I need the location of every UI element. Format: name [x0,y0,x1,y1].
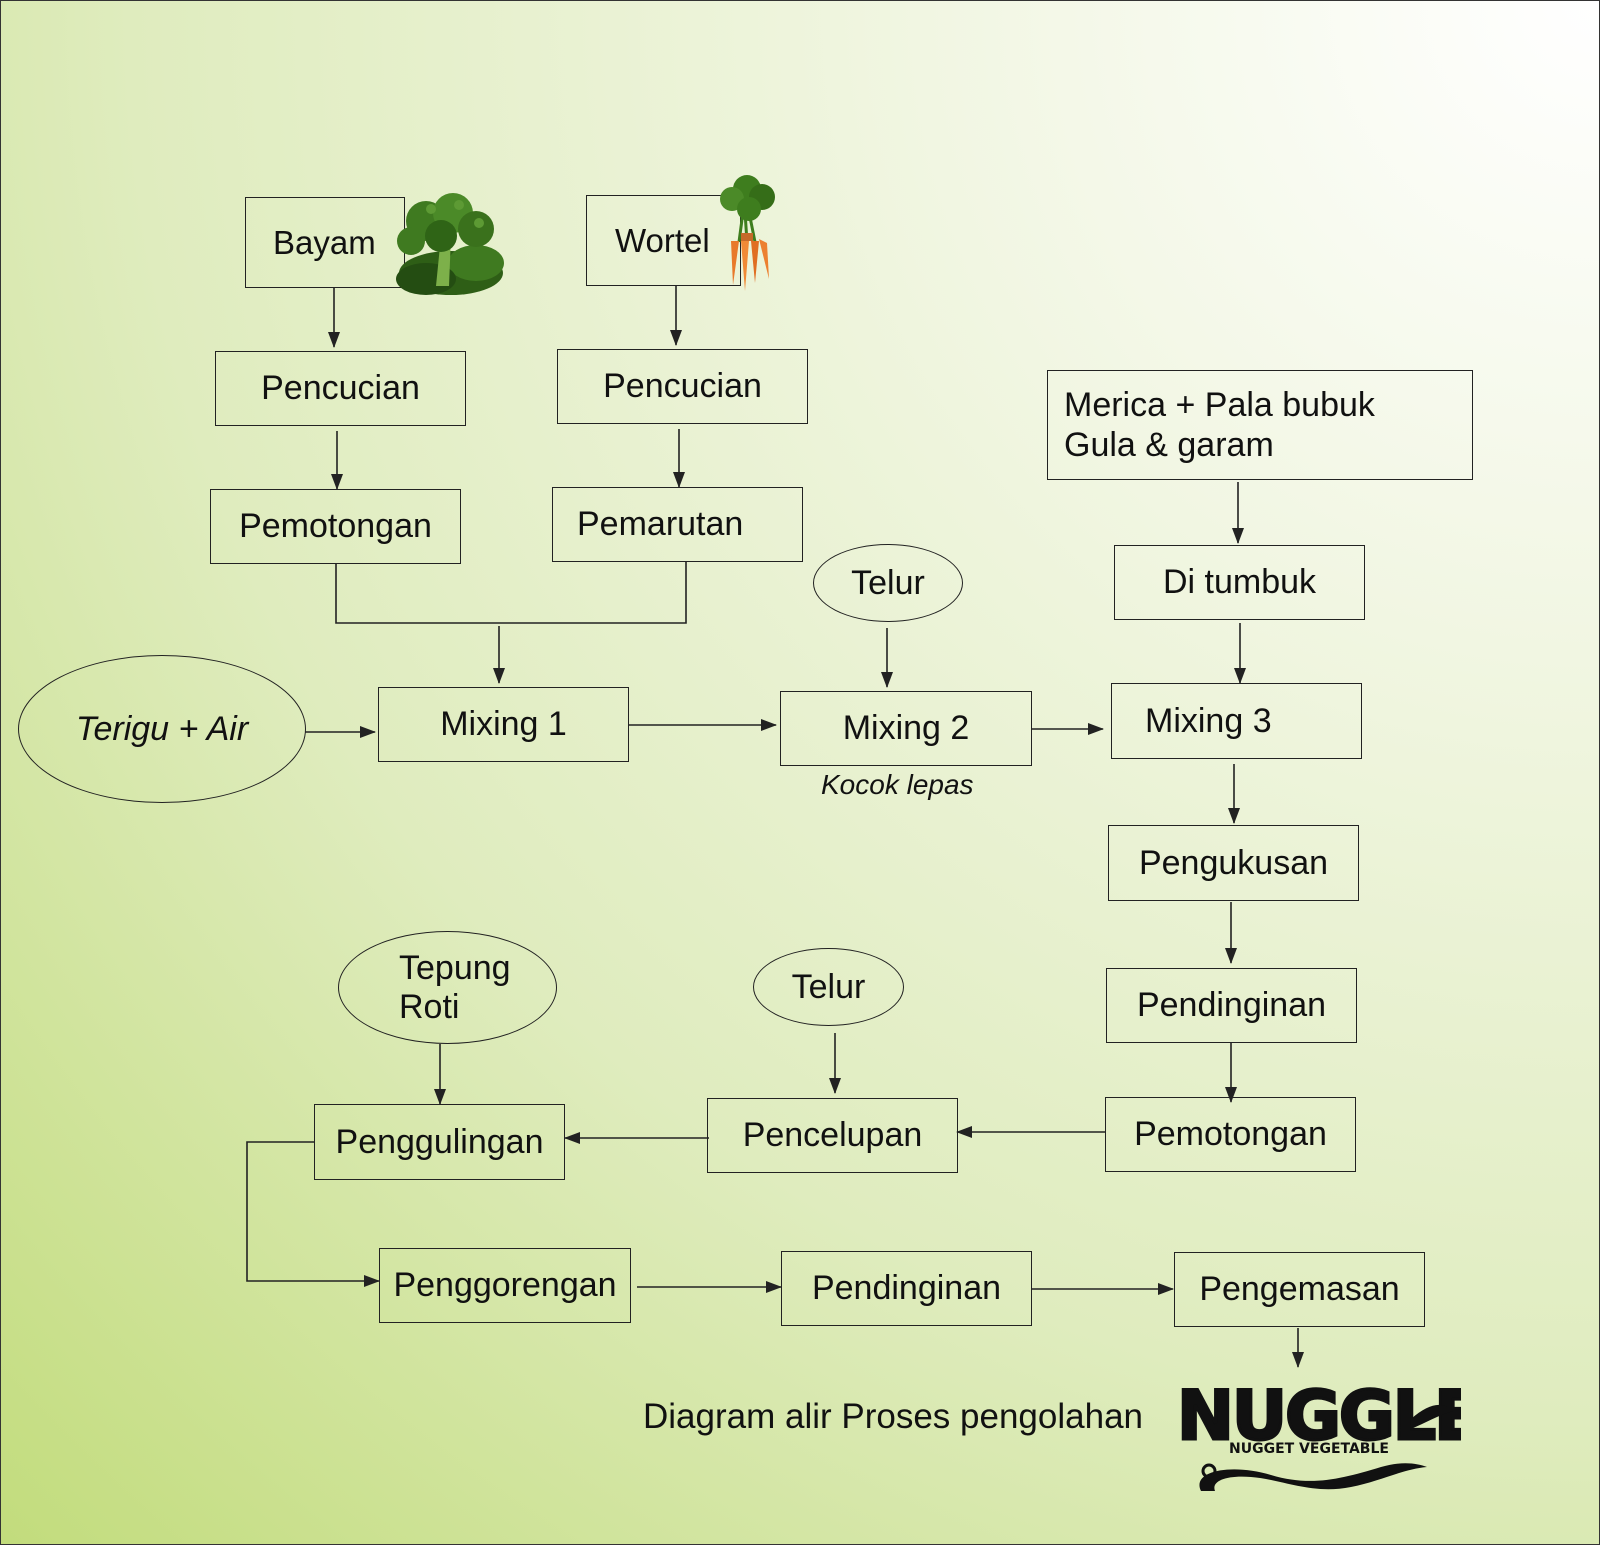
node-tepung-roti-line2: Roti [399,987,460,1026]
node-tepung-roti-line1: Tepung [399,948,511,987]
node-merica: Merica + Pala bubuk Gula & garam [1047,370,1473,480]
node-mixing-3-label: Mixing 3 [1145,701,1272,740]
node-wortel-label: Wortel [615,221,710,259]
node-pemarutan-label: Pemarutan [577,505,744,543]
svg-text:NUGGLE: NUGGLE [1177,1377,1461,1456]
node-bayam-label: Bayam [273,223,376,261]
node-pemarutan: Pemarutan [552,487,803,562]
nuggle-logo: NUGGLE NUGGET VEGETABLE [1176,1376,1461,1491]
node-mixing-1-label: Mixing 1 [440,705,567,743]
node-pendinginan-1-label: Pendinginan [1136,986,1327,1024]
node-pencucian-2: Pencucian [557,349,808,424]
node-bayam: Bayam [245,197,405,288]
node-penggorengan-label: Penggorengan [393,1266,617,1304]
broccoli-spinach-icon [396,193,504,295]
node-pendinginan-2: Pendinginan [781,1251,1032,1326]
node-telur-2: Telur [753,948,904,1026]
node-wortel: Wortel [586,195,741,286]
node-pencucian-1-label: Pencucian [261,369,420,407]
node-telur-1: Telur [813,544,963,622]
mixing-2-note: Kocok lepas [821,769,974,800]
node-pemotongan-2: Pemotongan [1105,1097,1356,1172]
node-pencelupan-label: Pencelupan [742,1116,923,1154]
node-telur-1-label: Telur [851,563,925,602]
node-terigu-air: Terigu + Air [18,655,306,803]
node-penggorengan: Penggorengan [379,1248,631,1323]
node-telur-2-label: Telur [791,967,866,1006]
node-terigu-air-label: Terigu + Air [75,709,249,748]
node-mixing-3: Mixing 3 [1111,683,1362,759]
node-pencelupan: Pencelupan [707,1098,958,1173]
node-di-tumbuk: Di tumbuk [1114,545,1365,620]
node-pencucian-1: Pencucian [215,351,466,426]
node-pengemasan: Pengemasan [1174,1252,1425,1327]
node-pemotongan-1-label: Pemotongan [239,507,432,545]
node-penggulingan-label: Penggulingan [335,1122,544,1161]
node-pengemasan-label: Pengemasan [1199,1270,1400,1308]
svg-text:NUGGET VEGETABLE: NUGGET VEGETABLE [1229,1441,1389,1457]
node-tepung-roti: Tepung Roti [338,931,557,1044]
node-pemotongan-1: Pemotongan [210,489,461,564]
node-penggulingan: Penggulingan [314,1104,565,1180]
node-merica-line1: Merica + Pala bubuk [1064,386,1375,424]
node-pengukusan-label: Pengukusan [1138,843,1329,882]
diagram-caption: Diagram alir Proses pengolahan [643,1397,1143,1436]
node-merica-line2: Gula & garam [1064,426,1274,464]
node-di-tumbuk-label: Di tumbuk [1162,563,1317,601]
node-pencucian-2-label: Pencucian [603,367,762,405]
node-mixing-1: Mixing 1 [378,687,629,762]
carrot-bunch-icon [720,175,775,291]
loop-penggulingan-penggorengan [246,1141,380,1287]
node-pemotongan-2-label: Pemotongan [1134,1115,1327,1153]
node-pendinginan-1: Pendinginan [1106,968,1357,1043]
node-mixing-2-label: Mixing 2 [842,709,970,747]
node-mixing-2: Mixing 2 [780,691,1032,766]
node-pendinginan-2-label: Pendinginan [811,1269,1002,1307]
node-pengukusan: Pengukusan [1108,825,1359,901]
join-line [335,561,687,624]
